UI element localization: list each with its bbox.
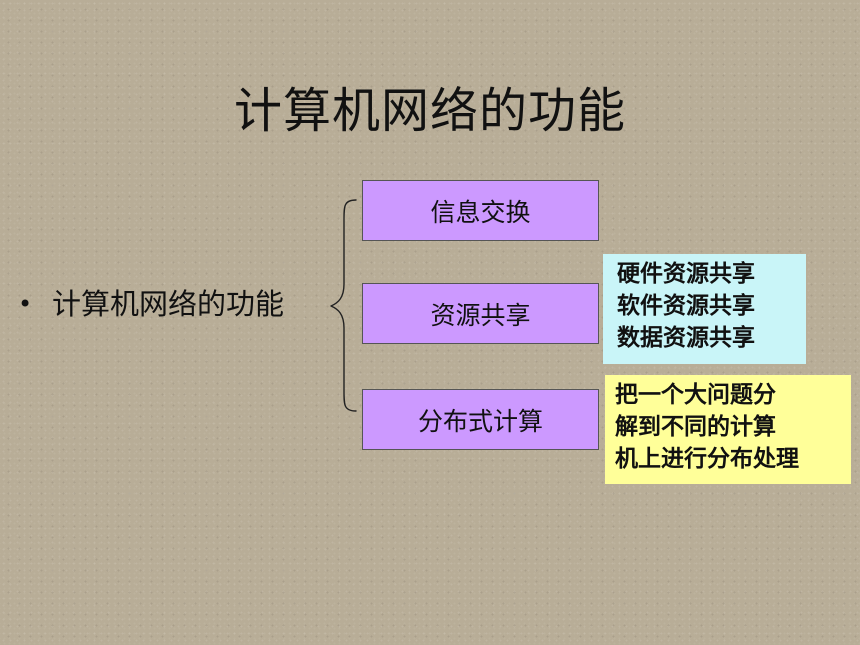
note-line: 机上进行分布处理: [615, 446, 799, 472]
note-line: 数据资源共享: [617, 325, 755, 351]
function-box-resource-sharing: 资源共享: [362, 283, 599, 344]
slide-title: 计算机网络的功能: [233, 83, 626, 139]
note-line: 解到不同的计算: [615, 414, 776, 440]
note-line: 把一个大问题分: [615, 382, 776, 408]
bullet-text: 计算机网络的功能: [52, 287, 285, 321]
note-line: 软件资源共享: [617, 293, 755, 319]
left-brace-icon: [330, 199, 357, 412]
function-box-distributed-computing: 分布式计算: [362, 389, 599, 450]
function-box-information-exchange: 信息交换: [362, 180, 599, 241]
distributed-computing-note: 把一个大问题分 解到不同的计算 机上进行分布处理: [605, 375, 851, 484]
resource-sharing-note: 硬件资源共享 软件资源共享 数据资源共享: [603, 254, 806, 364]
note-line: 硬件资源共享: [617, 261, 755, 287]
bullet-marker: •: [18, 290, 33, 318]
bullet-item: • 计算机网络的功能: [18, 282, 284, 326]
